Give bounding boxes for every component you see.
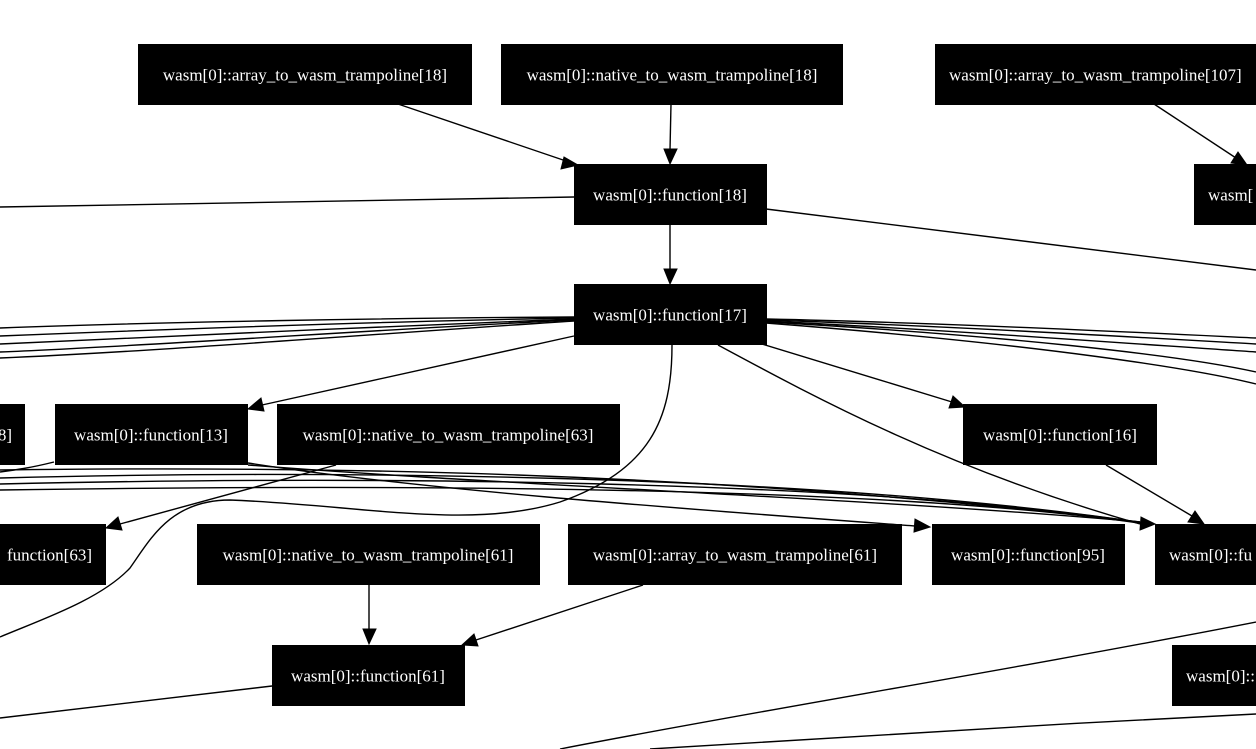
node-array-to-wasm-trampoline-107[interactable]: wasm[0]::array_to_wasm_trampoline[107]	[935, 44, 1256, 105]
node-function-13[interactable]: wasm[0]::function[13]	[55, 404, 248, 465]
edge-arrowhead	[1139, 516, 1157, 531]
edge-fn17-left-4	[0, 319, 575, 353]
edge-a2w107-fn107	[1153, 103, 1237, 159]
node-label: wasm[0]::function[17]	[593, 306, 747, 325]
edge-band-1	[0, 468, 1141, 523]
edge-fn13-fn95	[247, 462, 916, 527]
edge-band-2	[0, 473, 1146, 524]
node-function-63-partial[interactable]: function[63]	[0, 524, 106, 585]
node-label: function[63]	[7, 546, 92, 565]
edge-arrowhead	[663, 268, 678, 286]
node-label: wasm[0]::native_to_wasm_trampoline[18]	[527, 66, 818, 85]
node-native-to-wasm-trampoline-61[interactable]: wasm[0]::native_to_wasm_trampoline[61]	[197, 524, 540, 585]
edge-arrowhead	[246, 397, 265, 412]
edge-fn17-right-2	[765, 319, 1256, 345]
edge-fn17-left-2	[0, 317, 575, 337]
edge-fn17-right-3	[765, 320, 1256, 353]
edge-arrowhead	[362, 628, 377, 646]
edge-n2w63-fn63	[119, 464, 337, 525]
edge-fn18-right	[765, 208, 1256, 271]
node-function-107-partial[interactable]: wasm[	[1194, 164, 1256, 225]
node-label: wasm[0]::array_to_wasm_trampoline[61]	[593, 546, 877, 565]
edge-fn17-left-3	[0, 318, 575, 345]
edge-arrowhead	[560, 156, 580, 170]
edge-fn61-left	[0, 685, 273, 719]
node-bottom-right-partial[interactable]: wasm[0]::	[1172, 645, 1256, 706]
node-function-16[interactable]: wasm[0]::function[16]	[963, 404, 1157, 465]
edge-band-3	[0, 479, 1151, 525]
edge-arrowhead	[1187, 510, 1206, 525]
node-function-17[interactable]: wasm[0]::function[17]	[574, 284, 767, 345]
edge-arrowhead	[913, 518, 932, 533]
edge-band-5	[0, 461, 55, 473]
edge-a2w61-fn61	[475, 584, 644, 641]
node-array-to-wasm-trampoline-61[interactable]: wasm[0]::array_to_wasm_trampoline[61]	[568, 524, 902, 585]
edge-fn17-right-5	[765, 322, 1256, 385]
edge-fn17-right-fn	[717, 344, 1141, 525]
node-right-partial[interactable]: wasm[0]::fu	[1155, 524, 1256, 585]
edge-fn17-right-4	[765, 321, 1256, 373]
node-left-partial[interactable]: 8]	[0, 404, 25, 465]
edge-fn17-fn13	[261, 335, 575, 406]
edge-arrowhead	[460, 633, 479, 647]
edge-band-4	[0, 486, 1153, 526]
edge-fn17-fn16	[761, 343, 953, 403]
edge-arrowhead	[1230, 151, 1249, 166]
node-label: wasm[0]::	[1186, 667, 1255, 686]
node-label: wasm[	[1208, 186, 1254, 205]
node-label: wasm[0]::function[95]	[951, 546, 1105, 565]
node-label: wasm[0]::native_to_wasm_trampoline[61]	[223, 546, 514, 565]
edge-arrowhead	[948, 395, 967, 409]
node-function-61[interactable]: wasm[0]::function[61]	[272, 645, 465, 706]
node-native-to-wasm-trampoline-63[interactable]: wasm[0]::native_to_wasm_trampoline[63]	[277, 404, 620, 465]
node-label: wasm[0]::function[61]	[291, 667, 445, 686]
node-label: 8]	[0, 426, 12, 445]
edge-fn17-left-1	[0, 316, 575, 329]
node-label: wasm[0]::array_to_wasm_trampoline[18]	[163, 66, 447, 85]
node-label: wasm[0]::function[18]	[593, 186, 747, 205]
node-label: wasm[0]::array_to_wasm_trampoline[107]	[949, 66, 1242, 85]
node-function-95[interactable]: wasm[0]::function[95]	[932, 524, 1125, 585]
node-label: wasm[0]::function[16]	[983, 426, 1137, 445]
edge-a2w18-fn18	[397, 103, 567, 162]
edge-n2w18-fn18	[669, 103, 672, 151]
edge-fn17-right-1	[765, 318, 1256, 339]
node-array-to-wasm-trampoline-18[interactable]: wasm[0]::array_to_wasm_trampoline[18]	[138, 44, 472, 105]
node-native-to-wasm-trampoline-18[interactable]: wasm[0]::native_to_wasm_trampoline[18]	[501, 44, 843, 105]
node-label: wasm[0]::fu	[1169, 546, 1253, 565]
node-label: wasm[0]::function[13]	[74, 426, 228, 445]
nodes: wasm[0]::array_to_wasm_trampoline[18] wa…	[0, 44, 1256, 706]
edge-fn17-left-5	[0, 320, 575, 359]
edge-bottom-long-2	[649, 713, 1256, 749]
node-label: wasm[0]::native_to_wasm_trampoline[63]	[303, 426, 594, 445]
edge-arrowhead	[663, 148, 678, 166]
edge-fn16-right	[1105, 464, 1193, 517]
edge-fn18-left	[0, 196, 575, 208]
edge-fn17-loop	[0, 344, 673, 638]
node-function-18[interactable]: wasm[0]::function[18]	[574, 164, 767, 225]
edge-arrowhead	[104, 516, 123, 531]
edge-fn13-right	[247, 464, 1141, 523]
edge-bottom-long-1	[559, 621, 1256, 749]
edges	[0, 103, 1256, 749]
